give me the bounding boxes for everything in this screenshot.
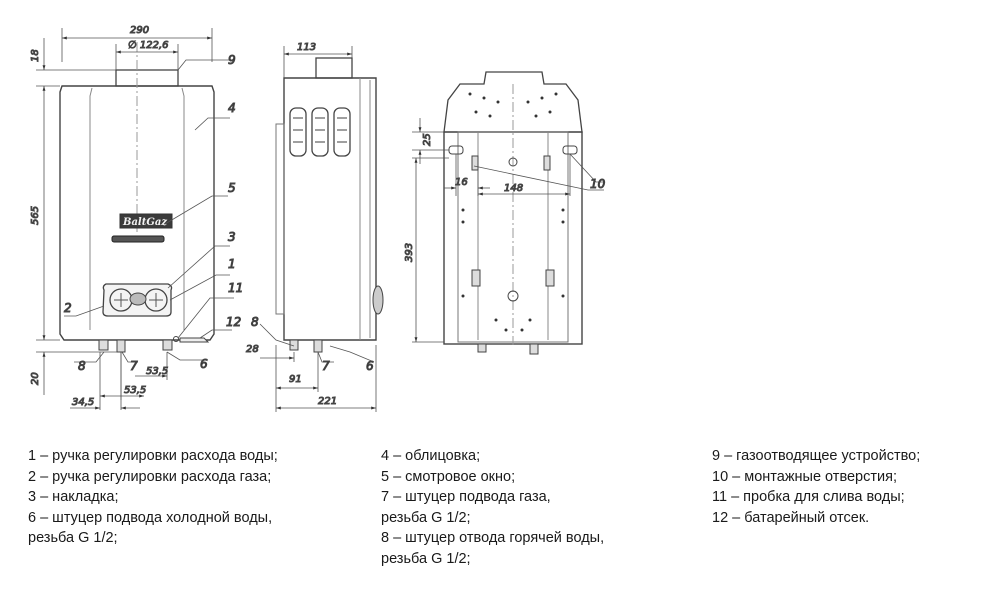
- callout-8: 8: [78, 359, 86, 373]
- callout-1: 1: [228, 257, 236, 271]
- legend-item: 10 – монтажные отверстия;: [712, 468, 897, 485]
- mounting-hole-right: [562, 145, 578, 155]
- rear-bottom-hole: [507, 290, 519, 302]
- legend-item: резьба G 1/2;: [381, 550, 471, 567]
- callout-9: 9: [228, 53, 236, 67]
- rear-view: 25 16 148 393 10: [404, 71, 606, 355]
- legend-item: 12 – батарейный отсек.: [712, 509, 870, 526]
- callout-5: 5: [228, 181, 236, 195]
- dim-18: 18: [30, 49, 41, 62]
- legend-item: 1 – ручка регулировки расхода воды;: [28, 448, 278, 464]
- side-body-outline: [283, 77, 377, 341]
- callout-7-side: 7: [322, 359, 330, 373]
- dim-290: 290: [130, 25, 149, 36]
- legend-column-3: 9 – газоотводящее устройство; 10 – монта…: [712, 446, 920, 528]
- front-panel-line: [89, 87, 185, 330]
- front-fitting-6: [162, 339, 173, 351]
- dim-25: 25: [422, 133, 433, 146]
- legend-item: 3 – накладка;: [28, 489, 119, 506]
- dim-221: 221: [318, 396, 337, 407]
- callout-11: 11: [228, 281, 243, 295]
- callout-8-side: 8: [251, 315, 259, 329]
- technical-drawing: 290 ∅ 122,6 18 565 20 53,5 53,5 34,5 Bal…: [30, 25, 606, 412]
- callout-6: 6: [200, 357, 208, 371]
- callout-4: 4: [228, 101, 236, 115]
- sight-window: [111, 235, 165, 243]
- dim-53-5-a: 53,5: [146, 366, 168, 377]
- side-vents: [289, 107, 351, 157]
- dim-28: 28: [246, 344, 259, 355]
- callout-12: 12: [226, 315, 241, 329]
- front-fitting-7: [116, 339, 126, 353]
- dim-53-5-b: 53,5: [124, 385, 146, 396]
- legend-column-1: 1 – ручка регулировки расхода воды; 2 – …: [28, 446, 278, 549]
- legend-item: 11 – пробка для слива воды;: [712, 489, 905, 506]
- battery-box: [179, 337, 210, 343]
- callout-3: 3: [228, 230, 236, 244]
- legend-item: 9 – газоотводящее устройство;: [712, 448, 921, 464]
- dim-91: 91: [289, 374, 302, 385]
- front-view: 290 ∅ 122,6 18 565 20 53,5 53,5 34,5 Bal…: [30, 25, 244, 410]
- legend-item: 6 – штуцер подвода холодной воды,: [28, 509, 273, 526]
- legend-item: 2 – ручка регулировки расхода газа;: [28, 468, 272, 485]
- rear-top-bracket: [443, 71, 583, 133]
- legend-item: резьба G 1/2;: [381, 509, 471, 526]
- legend-item: 8 – штуцер отвода горячей воды,: [381, 530, 605, 547]
- front-body-outline: [59, 85, 215, 341]
- legend-item: 7 – штуцер подвода газа,: [381, 489, 551, 506]
- callout-10: 10: [590, 177, 606, 191]
- callout-7: 7: [130, 359, 138, 373]
- legend-item: 5 – смотровое окно;: [381, 468, 516, 485]
- dim-113: 113: [297, 42, 316, 53]
- dim-16: 16: [455, 177, 468, 188]
- side-view: 113 28 91 221 8 7 6: [246, 42, 384, 412]
- callout-2: 2: [64, 301, 72, 315]
- dim-393: 393: [404, 243, 415, 262]
- mounting-hole-left: [448, 145, 464, 155]
- brand-plate: [119, 213, 173, 229]
- drain-plug: [173, 336, 179, 342]
- dim-34-5: 34,5: [72, 397, 94, 408]
- legend-column-2: 4 – облицовка; 5 – смотровое окно; 7 – ш…: [381, 446, 604, 570]
- dim-20: 20: [30, 372, 41, 385]
- callout-6-side: 6: [366, 359, 374, 373]
- dim-148: 148: [504, 183, 523, 194]
- front-fitting-8: [98, 339, 109, 351]
- brand-logo: BaltGaz: [122, 217, 167, 228]
- legend-item: резьба G 1/2;: [28, 530, 118, 547]
- rear-holes: [461, 92, 565, 332]
- rear-top-hole: [508, 157, 518, 167]
- dim-diameter: ∅ 122,6: [128, 40, 169, 51]
- legend-item: 4 – облицовка;: [381, 448, 481, 464]
- side-knob: [372, 285, 384, 315]
- dim-565: 565: [30, 206, 41, 225]
- center-indicator: [129, 292, 147, 306]
- side-flue: [315, 57, 353, 79]
- flue-collar: [115, 69, 179, 87]
